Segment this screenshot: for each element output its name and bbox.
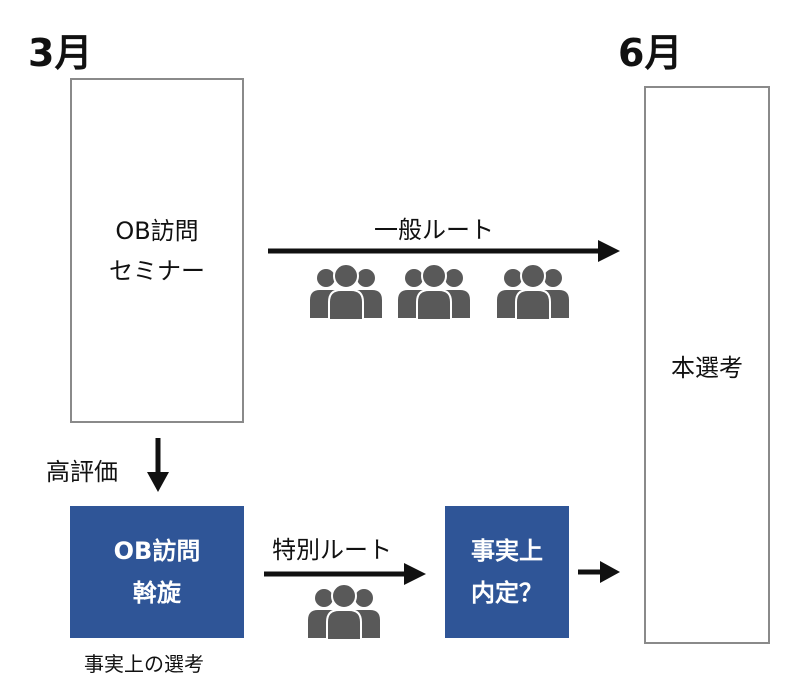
ob-seminar-line1: OB訪問 [115, 216, 199, 245]
special-route-label: 特別ルート [272, 536, 392, 564]
end-month-label: 6月 [618, 31, 683, 75]
offer-to-final-arrow-icon [578, 561, 620, 583]
ob-seminar-box: OB訪問 セミナー [70, 78, 244, 423]
ob-introduction-line2: 斡旋 [132, 579, 181, 607]
special-route-arrow-icon [264, 563, 426, 585]
people-group-icon [397, 263, 471, 321]
start-month-label: 3月 [28, 31, 93, 75]
de-facto-offer-box: 事実上 内定？ [445, 506, 569, 638]
general-route-label: 一般ルート [374, 216, 494, 244]
high-eval-down-arrow-icon [147, 438, 169, 492]
high-evaluation-label: 高評価 [46, 458, 118, 486]
de-facto-offer-line1: 事実上 [471, 537, 543, 565]
ob-seminar-line2: セミナー [109, 256, 205, 285]
people-group-icon [496, 263, 570, 321]
final-selection-label: 本選考 [671, 353, 743, 382]
people-group-icon [309, 263, 383, 321]
de-facto-offer-line2: 内定？ [471, 579, 543, 607]
people-group-icon [307, 583, 381, 641]
de-facto-selection-caption: 事実上の選考 [84, 652, 204, 676]
ob-introduction-line1: OB訪問 [113, 537, 201, 565]
ob-introduction-box: OB訪問 斡旋 [70, 506, 244, 638]
general-route-arrow-icon [268, 240, 620, 262]
final-selection-box: 本選考 [644, 86, 770, 644]
